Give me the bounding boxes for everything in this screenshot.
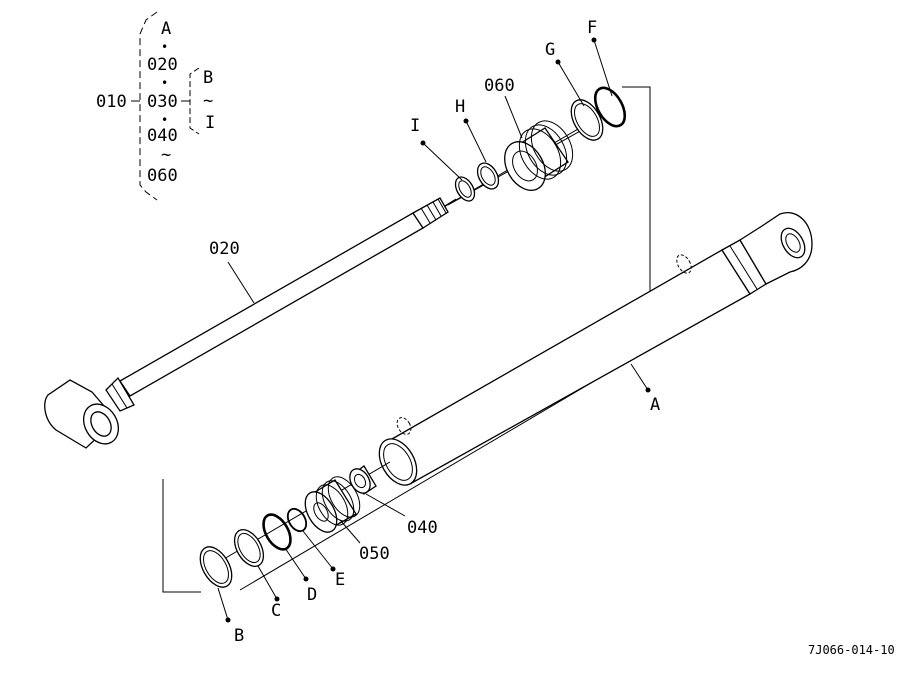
tree-tilde: ~: [161, 145, 171, 165]
callout-020: 020: [209, 239, 240, 259]
callout-labels: F G 060 H I 020 A 040 050 E D C B: [209, 18, 660, 646]
callout-c: C: [271, 601, 281, 621]
tree-dot: •: [161, 76, 168, 90]
tube-port: [396, 417, 412, 435]
tree-item-040: 040: [147, 126, 178, 146]
seal-b: [199, 546, 233, 588]
parts-tree: 010 A • 020 • 030 • 040 ~ 060 B ~ I: [96, 11, 215, 201]
tree-sub-bracket: [189, 67, 200, 135]
cylinder-tube: [378, 212, 813, 486]
callout-f: F: [587, 18, 597, 38]
callout-a: A: [650, 395, 660, 415]
rod-thread: [412, 197, 449, 229]
piston-rod: [44, 197, 449, 449]
callout-060: 060: [484, 76, 515, 96]
nut-040: [349, 465, 377, 495]
tube-body: [384, 249, 751, 485]
tree-item-020: 020: [147, 55, 178, 75]
tube-port: [676, 254, 692, 274]
callout-h: H: [455, 97, 465, 117]
piston-050: [304, 476, 361, 533]
rod-eye-bore: [90, 411, 112, 437]
seal-i: [454, 176, 476, 202]
callout-i: I: [410, 116, 420, 136]
tree-dot: •: [161, 40, 168, 54]
tree-dot: •: [161, 113, 168, 127]
seal-f: [593, 86, 627, 128]
gland-060: [504, 120, 574, 191]
seal-c: [233, 529, 265, 567]
seal-d: [262, 513, 292, 551]
tree-item-060: 060: [147, 166, 178, 186]
callout-d: D: [307, 585, 317, 605]
callout-050: 050: [359, 544, 390, 564]
tree-item-a: A: [161, 19, 171, 39]
tree-sub-top: B: [203, 68, 213, 88]
rod-body: [119, 212, 424, 397]
tree-main-bracket: [139, 11, 158, 201]
tree-item-030: 030: [147, 92, 178, 112]
seal-e: [286, 507, 308, 533]
lower-seal-stack: [199, 461, 391, 588]
drawing-code: 7J066-014-10: [808, 643, 895, 657]
callout-040: 040: [407, 518, 438, 538]
callout-b: B: [234, 626, 244, 646]
tree-sub-tilde: ~: [203, 91, 213, 111]
seal-g: [570, 99, 604, 141]
seal-h: [476, 162, 500, 190]
callout-g: G: [545, 40, 555, 60]
upper-seal-stack: [447, 86, 627, 206]
tree-sub-bottom: I: [205, 113, 215, 133]
tube-open-end: [378, 438, 418, 486]
callout-e: E: [335, 570, 345, 590]
leader-lines: [217, 37, 651, 623]
tree-root-label: 010: [96, 92, 127, 112]
